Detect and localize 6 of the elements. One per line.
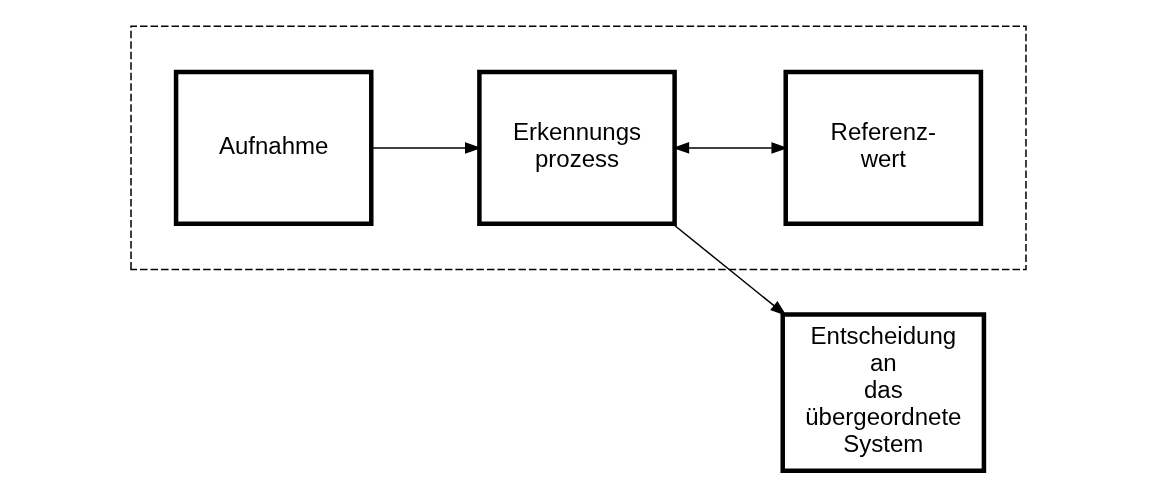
node-box: Referenz- wert — [783, 69, 984, 226]
arrow — [672, 223, 787, 316]
node-box: Entscheidung an das übergeordnete System — [780, 312, 987, 473]
node-box: Aufnahme — [173, 69, 374, 226]
cluster — [130, 25, 1027, 271]
node-box: Erkennungs prozess — [477, 69, 677, 226]
